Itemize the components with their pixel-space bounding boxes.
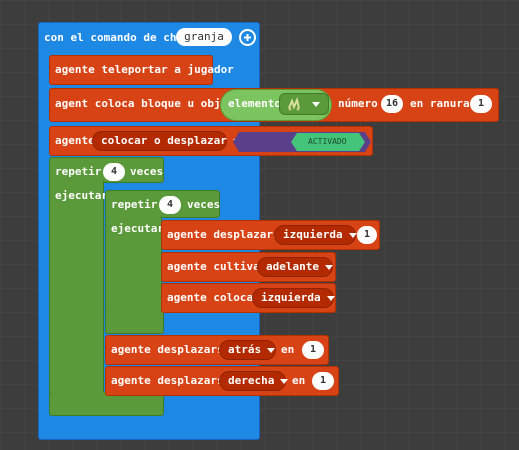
chevron-down-icon	[312, 102, 320, 107]
element-label: elemento	[228, 97, 281, 110]
place-block-label: agent coloca bloque u objeto	[55, 97, 241, 110]
outer-repeat-times: veces	[130, 165, 164, 178]
number-input[interactable]: 16	[381, 95, 403, 113]
place-dropdown[interactable]: izquierda	[252, 288, 335, 308]
chevron-down-icon	[280, 378, 289, 384]
add-parameter-button[interactable]	[239, 29, 256, 46]
seeds-icon	[285, 96, 303, 112]
move-back-block[interactable]	[105, 335, 329, 365]
move-right-count[interactable]: 1	[312, 372, 334, 390]
inner-repeat-count[interactable]: 4	[159, 196, 181, 214]
agent-setting-dropdown[interactable]: colocar o desplazar	[92, 131, 241, 151]
slot-input[interactable]: 1	[470, 95, 492, 113]
chat-command-input[interactable]: granja	[176, 28, 232, 46]
inner-repeat-times: veces	[187, 198, 221, 211]
inner-move-label: agente desplazarse	[167, 228, 287, 241]
inner-repeat-label: repetir	[111, 198, 158, 211]
till-label: agente cultivar	[167, 260, 267, 273]
outer-repeat-do-label: ejecutar	[55, 189, 108, 202]
place-label: agente colocar	[167, 291, 260, 304]
outer-repeat-count[interactable]: 4	[103, 163, 125, 181]
chevron-down-icon	[324, 264, 333, 270]
inner-repeat-do-label: ejecutar	[111, 222, 164, 235]
number-label: número	[338, 97, 378, 110]
chevron-down-icon	[267, 347, 276, 353]
chevron-down-icon	[326, 295, 335, 301]
inner-move-dropdown[interactable]: izquierda	[274, 225, 357, 245]
inner-move-count[interactable]: 1	[357, 226, 377, 244]
slot-label: en ranura	[410, 97, 470, 110]
place-block[interactable]	[161, 283, 336, 313]
move-right-in-label: en	[292, 374, 306, 387]
toggle-switch[interactable]	[231, 130, 371, 154]
toggle-state-label: ACTIVADO	[308, 137, 347, 146]
teleport-label: agente teleportar a jugador	[55, 63, 234, 76]
move-right-label: agente desplazarse	[111, 374, 231, 387]
move-right-dropdown[interactable]: derecha	[219, 371, 289, 391]
till-dropdown[interactable]: adelante	[257, 257, 333, 277]
move-back-dropdown[interactable]: atrás	[219, 340, 276, 360]
plus-icon	[241, 31, 254, 44]
agent-setting-label: agente	[55, 134, 95, 147]
move-back-count[interactable]: 1	[302, 341, 324, 359]
chevron-down-icon	[348, 232, 357, 238]
teleport-block[interactable]	[49, 55, 213, 85]
element-dropdown[interactable]	[279, 93, 329, 115]
move-back-in-label: en	[281, 343, 295, 356]
outer-repeat-label: repetir	[55, 165, 102, 178]
move-back-label: agente desplazarse	[111, 343, 231, 356]
chat-command-label: con el comando de chat	[44, 31, 190, 44]
